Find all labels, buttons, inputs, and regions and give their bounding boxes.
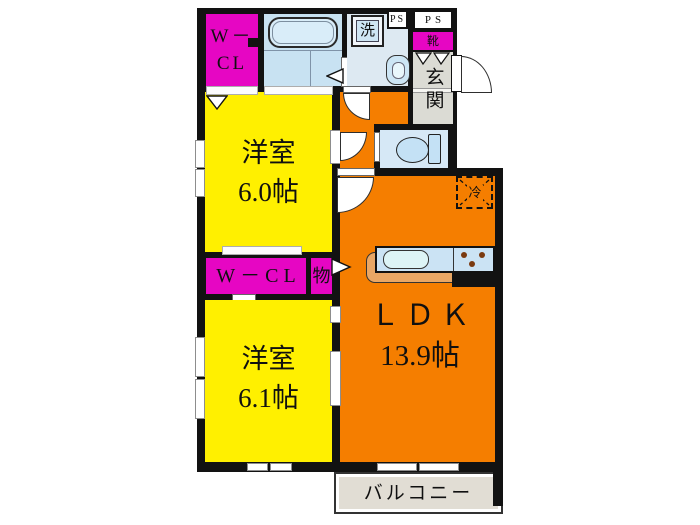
bedroom1-bottom-band [222,246,302,255]
bedroom2-name: 洋室 [241,344,296,374]
washing-machine-icon: 洗 [351,15,384,47]
refrigerator-label: 冷 [467,185,483,201]
storage-label: 物 [312,266,331,286]
ldk-name: ＬＤＫ [370,300,476,332]
bedroom1-name: 洋室 [241,138,296,168]
shoe-label: 靴 [426,34,439,48]
sink-icon [386,55,410,85]
bedroom2-door-right-upper [330,306,341,323]
room-bedroom2 [205,300,332,462]
pipe-space-small: PS [387,10,408,29]
closet-opening-band [206,86,258,95]
bedroom2-label: 洋室 6.1帖 [205,340,332,418]
balcony-label: バルコニー [363,483,474,504]
toilet-door-leaf [374,132,380,162]
ldk-door-leaf [337,168,375,176]
room-walk-in-closet-mid: W－CL [206,258,306,294]
bedroom1-label: 洋室 6.0帖 [205,134,332,212]
bath-door-arrow-icon [326,68,344,85]
kitchen-sink-icon [383,250,429,269]
washing-machine-label: 洗 [356,20,379,42]
bath-floor-line [264,50,342,51]
entrance-cabinet-arrows-icon [415,52,451,66]
bath-floor-line-v [310,51,311,86]
kitchen-wall-stub [452,273,495,287]
balcony-door-right [419,463,459,471]
wcl-top-label-line1: W－ [210,26,254,47]
stove-burner-icon [469,261,475,267]
bedroom1-size: 6.0帖 [238,177,299,207]
stove-burner-icon [479,252,485,258]
ldk-size: 13.9帖 [380,340,460,372]
bedroom2-size: 6.1帖 [238,383,299,413]
ldk-door-arc-icon [337,177,374,213]
balcony-right-wall [493,472,503,506]
entrance-label: 玄関 [413,58,453,122]
refrigerator-cross [459,179,490,206]
counter-divider [453,248,454,271]
bedroom2-window-bottom-right [270,463,292,471]
ps-large-label: PS [424,14,446,26]
bathtub-icon [268,17,338,48]
ps-small-label: PS [389,14,406,25]
wall-notch [248,38,258,47]
sink-bowl [392,62,405,79]
entrance-door-arc-icon [461,56,492,93]
storage-door-arrow-icon [331,258,352,277]
bedroom2-window-left-upper [195,337,205,377]
bedroom2-window-bottom-left [247,463,268,471]
bedroom1-window-left-lower [195,169,205,197]
pipe-space-large: PS [413,10,453,30]
room-storage: 物 [311,258,332,294]
entrance-step [413,88,453,93]
bedroom2-window-left-lower [195,379,205,419]
refrigerator-icon: 冷 [456,176,493,209]
wcl-top-label-line2: CL [216,53,248,74]
entrance-label-text: 玄関 [422,67,444,113]
shoe-cabinet: 靴 [413,32,453,50]
bedroom2-door-right-lower [330,351,341,406]
wcl-mid-label: W－CL [216,265,301,287]
room-walk-in-closet-top: W－ CL [206,14,258,86]
room-ldk [340,176,495,462]
room-bedroom1 [205,92,332,252]
toilet-tank [428,134,441,164]
stove-burner-icon [461,252,467,258]
bedroom1-window-left-upper [195,140,205,168]
bathtub-inner-line [272,21,334,44]
bath-wall-band [264,86,333,95]
balcony: バルコニー [334,472,503,514]
balcony-door-left [377,463,417,471]
ldk-label: ＬＤＫ 13.9帖 [350,296,490,376]
bedroom1-door-arrow-icon [206,95,228,111]
toilet-icon [396,137,429,163]
laundry-door-leaf [343,86,371,93]
